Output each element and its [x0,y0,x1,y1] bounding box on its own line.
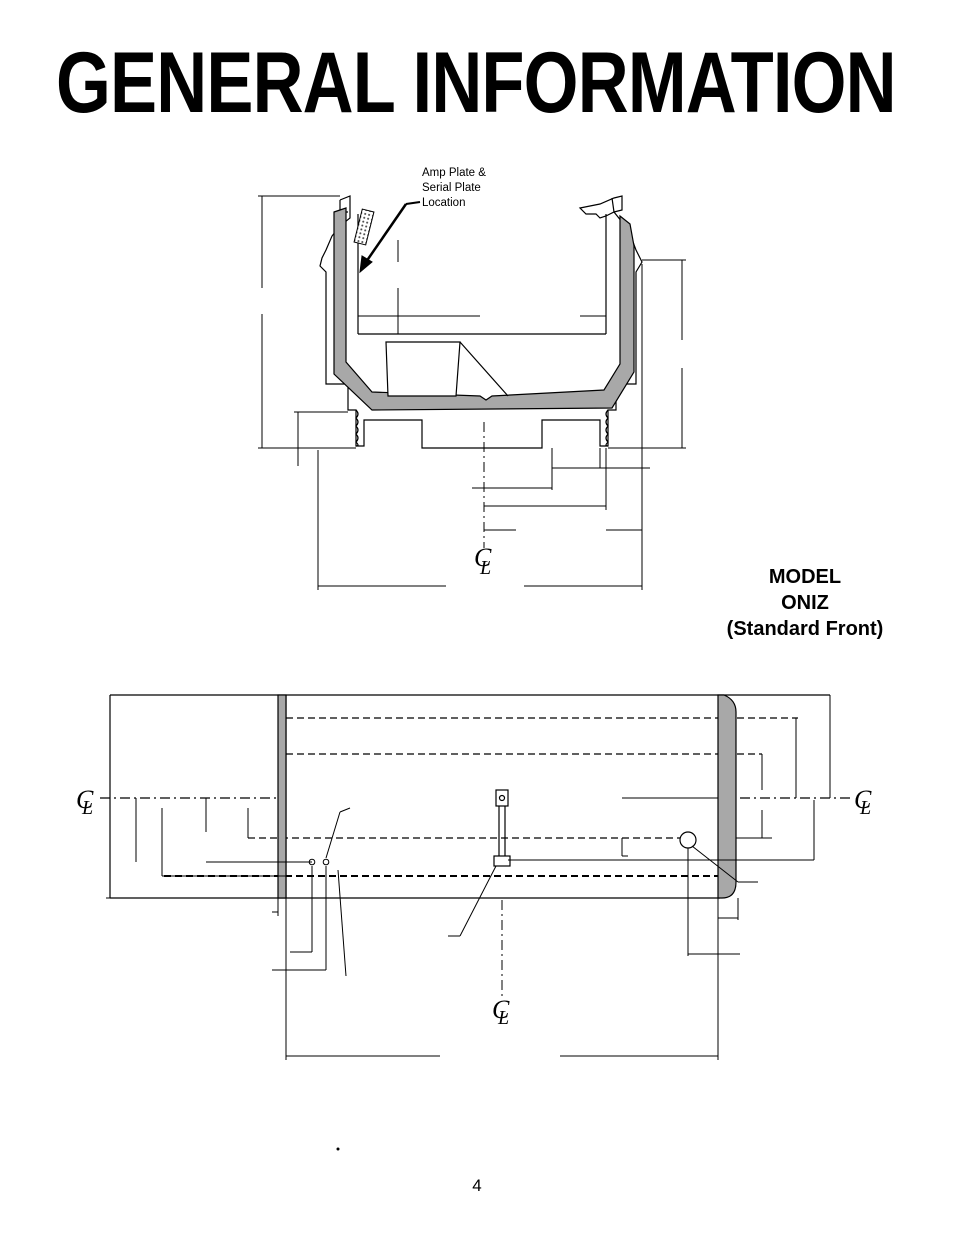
centerline-symbol-left: C [76,785,94,814]
model-line-2: ONIZ [781,592,829,614]
plan-left-wall [277,694,287,899]
centerline-sub-left: L [81,797,93,819]
plan-dimensions [106,695,831,1060]
page-number: 4 [472,1176,482,1195]
model-line-3: (Standard Front) [726,618,884,640]
section-dimensions [258,195,686,590]
callout-arrow [359,201,421,274]
callout-line-1: Amp Plate & [422,167,486,179]
plan-view [100,694,850,899]
callout-line-3: Location [422,197,466,209]
callout-line-2: Serial Plate [422,182,481,194]
stray-dot [336,1147,340,1151]
drain-fitting [493,789,511,867]
centerline-symbol-top: C [474,543,492,572]
centerline-sub-bottom: L [497,1007,509,1029]
model-line-1: MODEL [768,566,842,588]
large-hole [679,831,697,849]
amp-plate-callout: Amp Plate & Serial Plate Location [422,166,486,211]
centerline-sub-top: L [479,557,491,579]
plan-right-wall [717,694,737,899]
centerline-symbol-bottom: C [492,995,510,1024]
centerline-sub-right: L [859,797,871,819]
hole-marker-2 [322,858,330,866]
ice-block [385,341,509,397]
amp-plate-hatch [353,208,375,246]
liner-wall [333,207,635,411]
centerline-symbol-right: C [854,785,872,814]
model-label: MODEL ONIZ (Standard Front) [700,564,910,642]
page-title: GENERAL INFORMATION [56,35,897,131]
